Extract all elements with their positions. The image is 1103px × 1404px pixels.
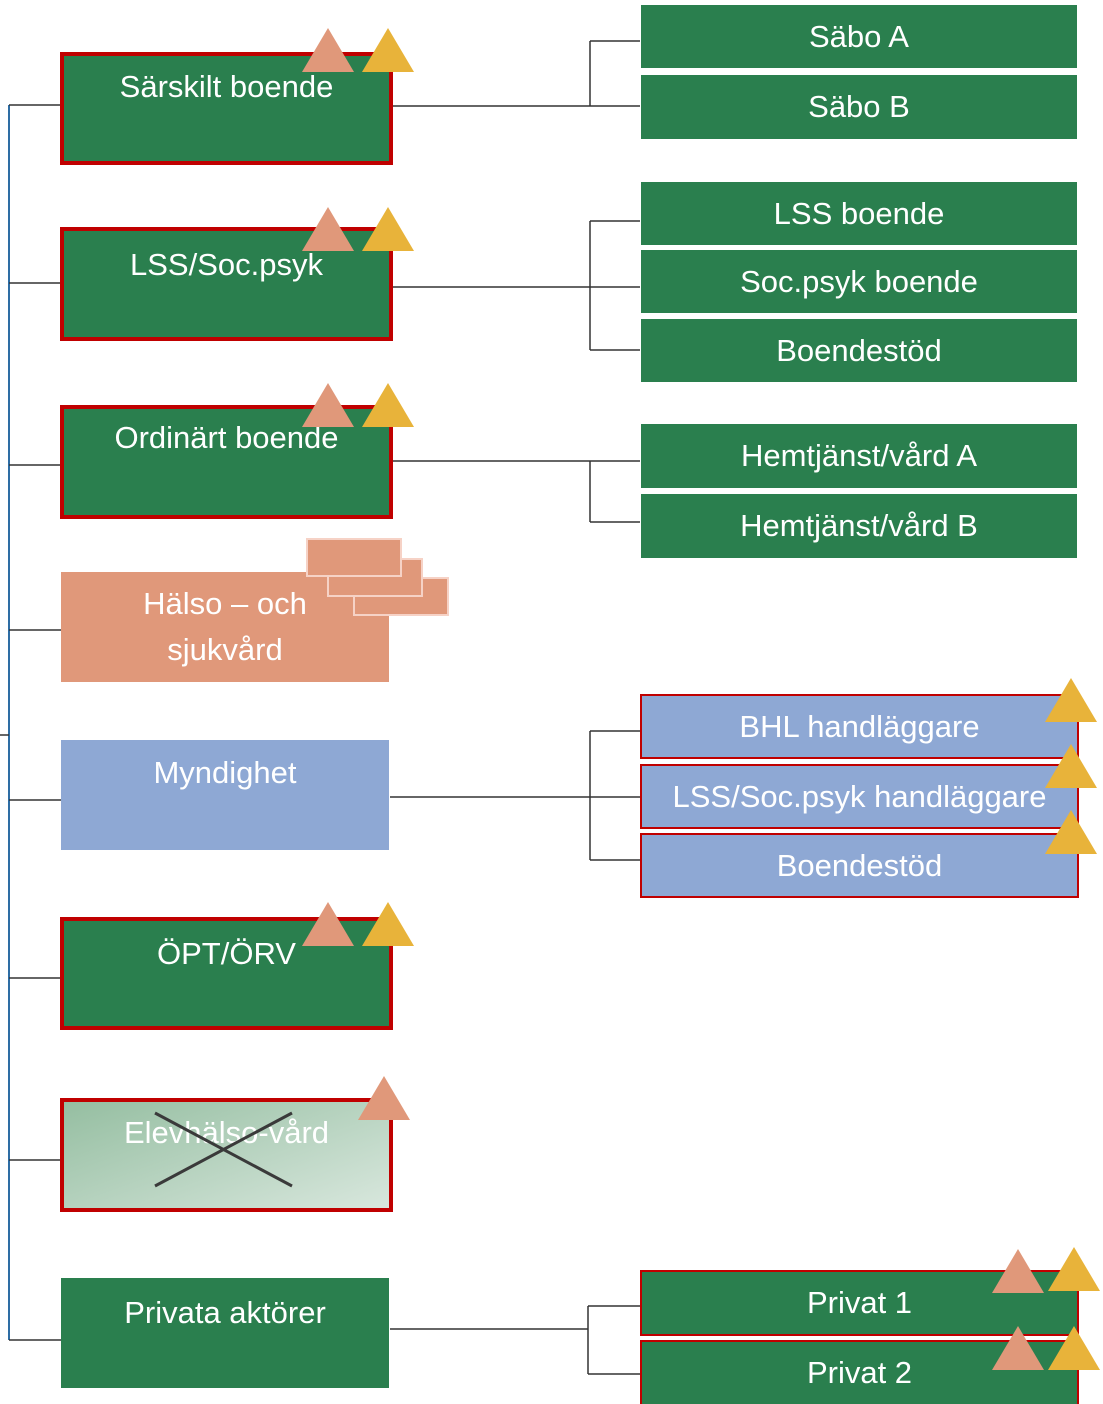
myndighet-box[interactable]: Myndighet — [61, 740, 389, 850]
yellow-triangle-icon — [362, 28, 414, 72]
bhl-handlaggare-label: BHL handläggare — [739, 708, 980, 744]
opt-orv-label: ÖPT/ÖRV — [157, 936, 296, 971]
elevhalsovard-label: Elevhälso-vård — [123, 1115, 330, 1150]
boendestod-label-2: Boendestöd — [776, 847, 943, 883]
halso-sjukvard-label-line2: sjukvård — [167, 632, 283, 667]
lss-boende-label: LSS boende — [773, 195, 945, 231]
lss-socpsyk-handlaggare-label: LSS/Soc.psyk handläggare — [672, 778, 1047, 814]
boendestod-label-1: Boendestöd — [776, 332, 942, 368]
sabo-a-label: Säbo A — [809, 18, 909, 54]
socpsyk-boende-box[interactable]: Soc.psyk boende — [641, 250, 1077, 313]
yellow-triangle-icon — [362, 383, 414, 427]
yellow-triangle-icon — [362, 902, 414, 946]
elevhalsovard-box[interactable]: Elevhälso-vård — [60, 1098, 393, 1212]
hemtjanst-a-label: Hemtjänst/vård A — [740, 438, 978, 473]
orange-triangle-icon — [992, 1326, 1044, 1370]
privat-2-label: Privat 2 — [806, 1355, 913, 1390]
boendestod-box-1[interactable]: Boendestöd — [641, 319, 1077, 382]
sabo-b-box[interactable]: Säbo B — [641, 75, 1077, 139]
hemtjanst-b-box[interactable]: Hemtjänst/vård B — [641, 494, 1077, 558]
hemtjanst-a-box[interactable]: Hemtjänst/vård A — [641, 424, 1077, 488]
yellow-triangle-icon — [362, 207, 414, 251]
orange-triangle-icon — [302, 902, 354, 946]
yellow-triangle-icon — [1048, 1326, 1100, 1370]
orange-triangle-icon — [302, 207, 354, 251]
sarskilt-boende-label: Särskilt boende — [119, 69, 334, 104]
sabo-b-label: Säbo B — [808, 89, 910, 124]
bhl-handlaggare-box[interactable]: BHL handläggare — [640, 694, 1079, 759]
sabo-a-box[interactable]: Säbo A — [641, 5, 1077, 68]
orange-triangle-icon — [358, 1076, 410, 1120]
hemtjanst-b-label: Hemtjänst/vård B — [740, 508, 978, 543]
halso-sjukvard-label-line1: Hälso – och — [143, 586, 307, 621]
privata-aktorer-box[interactable]: Privata aktörer — [61, 1278, 389, 1388]
halso-stack-shape-1 — [306, 538, 402, 577]
privata-aktorer-label: Privata aktörer — [124, 1295, 326, 1330]
myndighet-label: Myndighet — [153, 755, 297, 790]
lss-socpsyk-handlaggare-box[interactable]: LSS/Soc.psyk handläggare — [640, 764, 1079, 829]
yellow-triangle-icon — [1045, 678, 1097, 722]
lss-boende-box[interactable]: LSS boende — [641, 182, 1077, 245]
yellow-triangle-icon — [1045, 810, 1097, 854]
boendestod-box-2[interactable]: Boendestöd — [640, 833, 1079, 898]
orange-triangle-icon — [302, 28, 354, 72]
yellow-triangle-icon — [1045, 744, 1097, 788]
orange-triangle-icon — [302, 383, 354, 427]
orange-triangle-icon — [992, 1249, 1044, 1293]
lss-socpsyk-label: LSS/Soc.psyk — [130, 247, 323, 282]
socpsyk-boende-label: Soc.psyk boende — [740, 263, 978, 299]
yellow-triangle-icon — [1048, 1247, 1100, 1291]
privat-1-label: Privat 1 — [806, 1285, 913, 1320]
ordinart-boende-label: Ordinärt boende — [114, 420, 339, 455]
